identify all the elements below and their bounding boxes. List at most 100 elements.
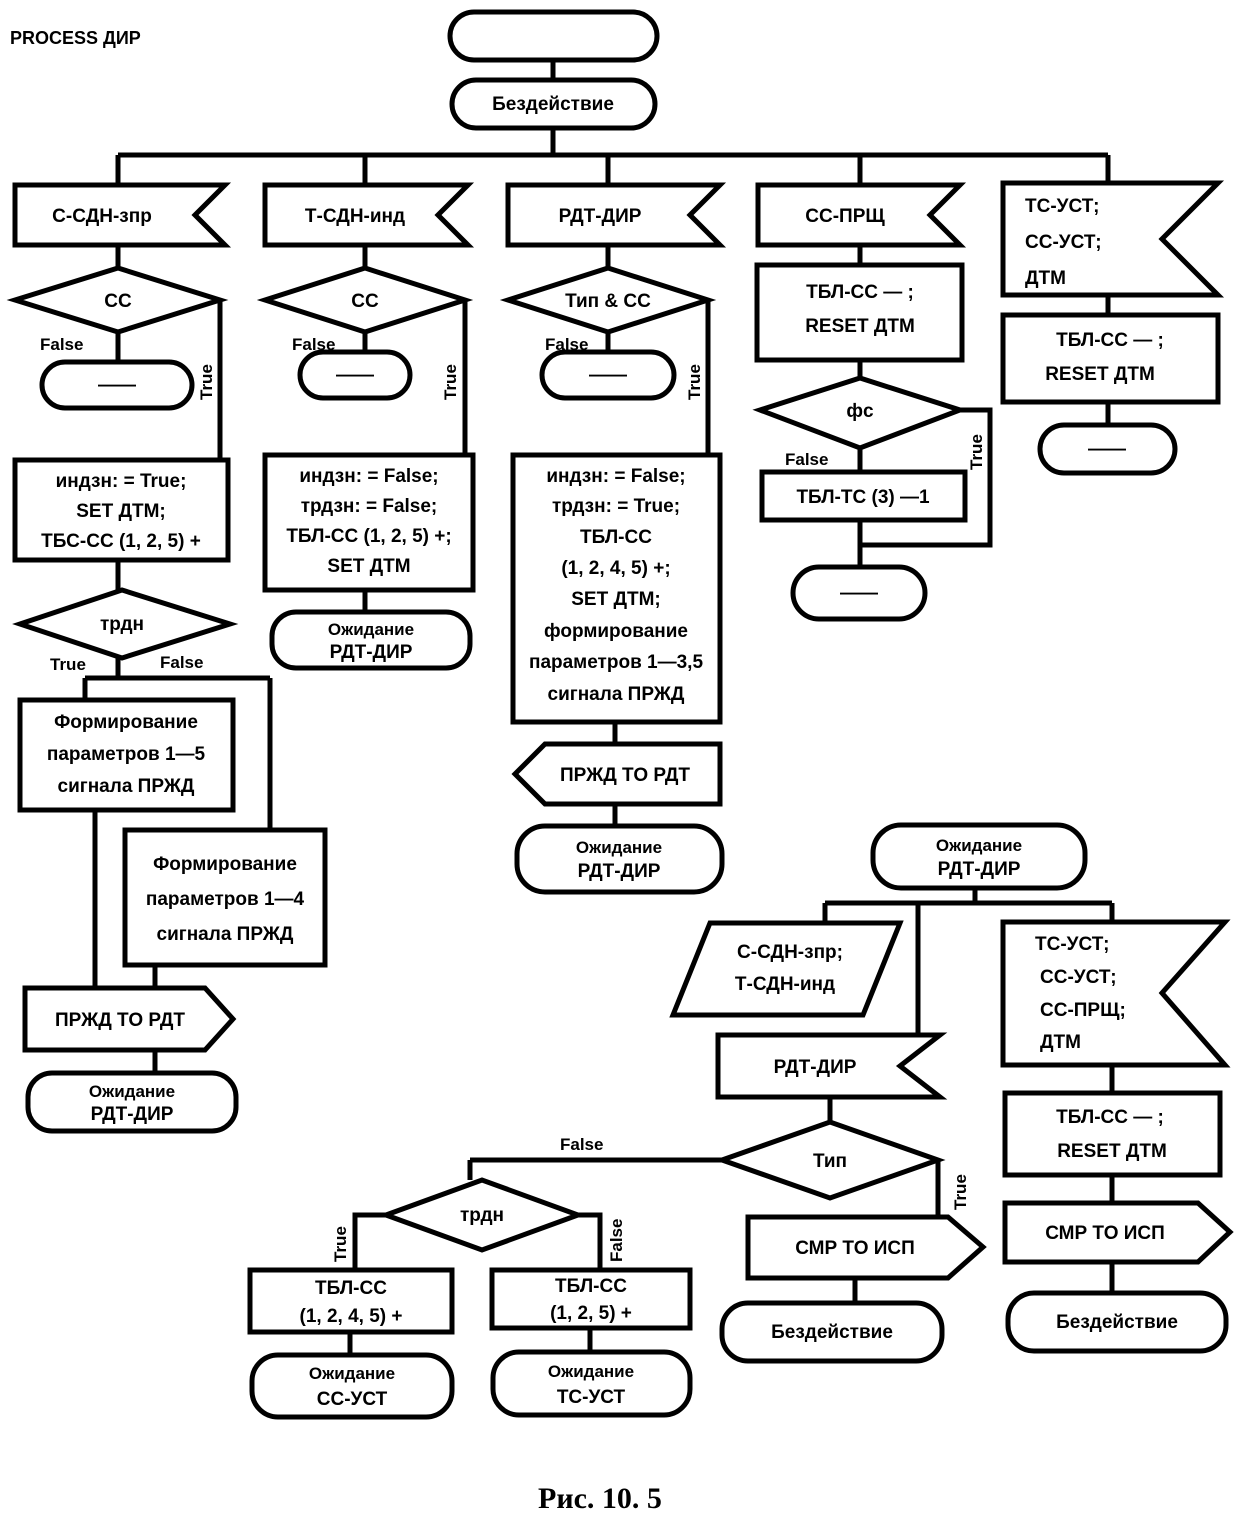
task-c2-line: SET ДТМ bbox=[327, 556, 410, 577]
task-c1-line: индзн: = True; bbox=[56, 471, 187, 492]
wait-ts-ust-line: ТС-УСТ bbox=[557, 1387, 626, 1408]
output-przhd-to-rdt-2-label: ПРЖД TO РДТ bbox=[560, 765, 690, 786]
task-tbl125-line: ТБЛ-СС bbox=[555, 1276, 627, 1297]
decision-trdn-1-label: трдн bbox=[100, 614, 144, 635]
input-rdt-dir-label: РДТ-ДИР bbox=[559, 206, 642, 227]
task-tbl-reset-2 bbox=[1000, 312, 1221, 405]
true-label: True bbox=[50, 655, 86, 674]
idle-label: Бездействие bbox=[492, 94, 614, 115]
false-label: False bbox=[545, 335, 588, 354]
wait-rdt-dir-3 bbox=[514, 823, 725, 895]
false-label: False bbox=[160, 653, 203, 672]
wait-ss-ust-line: СС-УСТ bbox=[317, 1389, 388, 1410]
input-ts-ss-dtm-line: ТС-УСТ; bbox=[1025, 196, 1099, 217]
true-label: True bbox=[197, 364, 216, 400]
stop-label: —— bbox=[98, 375, 136, 396]
task-form15-line: параметров 1—5 bbox=[47, 744, 206, 765]
decision-ss-1 bbox=[6, 265, 229, 335]
stop-label: —— bbox=[840, 583, 878, 604]
stop-terminal-2 bbox=[297, 349, 413, 401]
decision-fs-label: фс bbox=[846, 401, 874, 422]
true-label: True bbox=[967, 434, 986, 470]
task-tbl-reset-2-line: ТБЛ-СС — ; bbox=[1056, 330, 1164, 351]
task-form14-line: сигнала ПРЖД bbox=[157, 924, 294, 945]
wait-ss-ust bbox=[249, 1352, 455, 1420]
task-tbl-reset-3 bbox=[1002, 1090, 1223, 1178]
stop-terminal-1 bbox=[39, 359, 195, 411]
task-tbl-ts3-label: ТБЛ-ТС (3) —1 bbox=[796, 487, 930, 508]
task-tbl1245 bbox=[247, 1267, 455, 1335]
wait-rdt-dir-1 bbox=[25, 1070, 239, 1134]
connectors bbox=[82, 60, 1115, 1355]
wait-rdt-dir-line: Ожидание bbox=[328, 620, 414, 639]
input-ts-ss-prsh-dtm-line: СС-ПРЩ; bbox=[1040, 1000, 1126, 1021]
input-ts-ss-prsh-dtm bbox=[1000, 919, 1231, 1068]
task-form14-line: параметров 1—4 bbox=[146, 889, 305, 910]
task-form15-line: Формирование bbox=[54, 712, 198, 733]
input-ts-ss-dtm bbox=[1000, 180, 1225, 298]
task-c3-line: ТБЛ-СС bbox=[580, 527, 652, 548]
idle-label-3: Бездействие bbox=[1056, 1312, 1178, 1333]
task-form15 bbox=[17, 697, 236, 813]
task-c3-line: сигнала ПРЖД bbox=[548, 684, 685, 705]
task-tbl1245-line: (1, 2, 4, 5) + bbox=[300, 1306, 403, 1327]
task-c2-line: ТБЛ-СС (1, 2, 5) +; bbox=[286, 526, 451, 547]
stop-label: —— bbox=[336, 365, 374, 386]
wait-ss-ust-line: Ожидание bbox=[309, 1364, 395, 1383]
decision-ss-1-label: СС bbox=[104, 291, 132, 312]
task-tbl125 bbox=[489, 1267, 693, 1331]
decision-tip-ss bbox=[499, 265, 717, 335]
task-tbl1245-line: ТБЛ-СС bbox=[315, 1278, 387, 1299]
wait-rdt-dir-line: Ожидание bbox=[576, 838, 662, 857]
decision-trdn-2-label: трдн bbox=[460, 1205, 504, 1226]
wait-rdt-dir-2 bbox=[269, 609, 473, 671]
wait-rdt-dir-4 bbox=[870, 822, 1088, 891]
input-s-sdn-zap-label: С-СДН-зпр bbox=[52, 206, 152, 227]
task-c2-line: трдзн: = False; bbox=[301, 496, 438, 517]
input-rdt-dir-2 bbox=[715, 1032, 948, 1100]
false-label: False bbox=[560, 1135, 603, 1154]
task-c3-line: (1, 2, 4, 5) +; bbox=[561, 558, 670, 579]
input-t-sdn-ind bbox=[262, 182, 475, 248]
decision-tip-label: Тип bbox=[813, 1151, 847, 1172]
decision-trdn-2 bbox=[378, 1177, 586, 1253]
input-rdt-dir-2-label: РДТ-ДИР bbox=[774, 1057, 857, 1078]
wait-rdt-dir-line: Ожидание bbox=[936, 836, 1022, 855]
false-label: False bbox=[40, 335, 83, 354]
task-tbl-reset-3-line: RESET ДТМ bbox=[1057, 1141, 1167, 1162]
task-c2 bbox=[262, 452, 476, 593]
task-c1-line: ТБС-СС (1, 2, 5) + bbox=[41, 531, 201, 552]
output-przhd-to-rdt-1-label: ПРЖД TO РДТ bbox=[55, 1010, 185, 1031]
task-c1 bbox=[12, 457, 231, 563]
output-smr-to-isp-1-label: СМР TO ИСП bbox=[795, 1238, 915, 1259]
true-label: True bbox=[685, 364, 704, 400]
task-c3-line: параметров 1—3,5 bbox=[529, 652, 703, 673]
task-c3-line: трдзн: = True; bbox=[552, 496, 680, 517]
task-form15-line: сигнала ПРЖД bbox=[58, 776, 195, 797]
stop-terminal-4 bbox=[790, 564, 928, 622]
false-label: False bbox=[292, 335, 335, 354]
idle-state-2 bbox=[719, 1300, 945, 1364]
save-block-line: С-СДН-зпр; bbox=[737, 942, 843, 963]
task-form14 bbox=[122, 827, 328, 968]
decision-ss-2-label: СС bbox=[351, 291, 379, 312]
wait-rdt-dir-line: РДТ-ДИР bbox=[578, 861, 661, 882]
wait-rdt-dir-line: Ожидание bbox=[89, 1082, 175, 1101]
save-block-line: Т-СДН-инд bbox=[735, 974, 835, 995]
input-ts-ss-dtm-line: СС-УСТ; bbox=[1025, 232, 1102, 253]
input-ts-ss-prsh-dtm-line: ТС-УСТ; bbox=[1035, 934, 1109, 955]
task-c1-line: SET ДТМ; bbox=[76, 501, 166, 522]
output-smr-to-isp-2 bbox=[1002, 1200, 1234, 1265]
idle-state bbox=[449, 77, 658, 131]
decision-trdn-1 bbox=[12, 587, 239, 661]
stop-label: —— bbox=[1088, 439, 1126, 460]
true-label: True bbox=[331, 1226, 350, 1262]
wait-rdt-dir-line: РДТ-ДИР bbox=[938, 859, 1021, 880]
task-c3-line: формирование bbox=[544, 621, 688, 642]
true-label: True bbox=[951, 1174, 970, 1210]
input-rdt-dir bbox=[505, 182, 727, 248]
task-form14-line: Формирование bbox=[153, 854, 297, 875]
task-tbl-reset-1-line: ТБЛ-СС — ; bbox=[806, 282, 914, 303]
wait-rdt-dir-line: РДТ-ДИР bbox=[330, 642, 413, 663]
